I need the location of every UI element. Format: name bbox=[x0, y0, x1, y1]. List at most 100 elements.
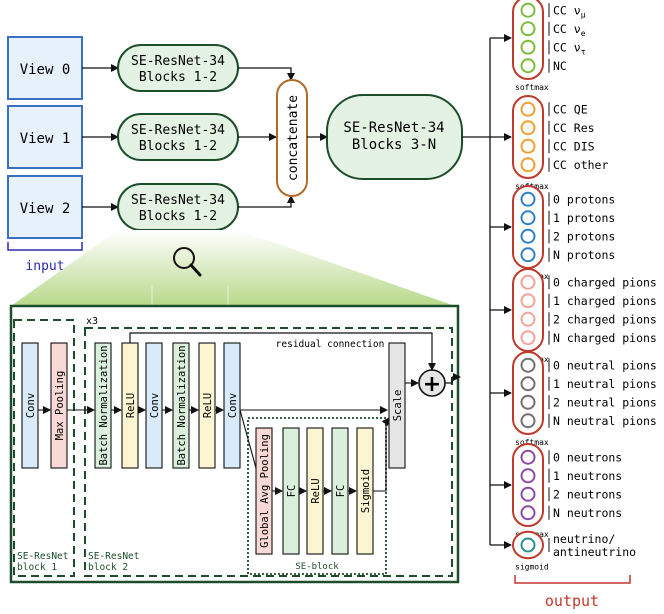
se-block-label: SE-block bbox=[295, 562, 339, 572]
concatenate-box bbox=[276, 79, 308, 197]
output-neuron bbox=[520, 537, 536, 553]
stage1-line2: Blocks 1-2 bbox=[139, 209, 217, 224]
output-neuron bbox=[520, 39, 536, 55]
layer-conv-label: Conv bbox=[227, 393, 239, 418]
layer-scale-label: Scale bbox=[392, 390, 404, 422]
head-label: 0 protons bbox=[553, 192, 615, 206]
plus-icon: + bbox=[418, 369, 446, 397]
head-label: 2 neutrons bbox=[553, 487, 622, 501]
output-neuron bbox=[520, 330, 536, 346]
se-resnet-block-1 bbox=[13, 319, 75, 577]
block2-label-line2: block 2 bbox=[88, 562, 128, 573]
head-label: 2 neutral pions bbox=[553, 395, 657, 409]
svg-text:+: + bbox=[423, 372, 441, 397]
output-neuron bbox=[520, 486, 536, 502]
view-0-label: View 0 bbox=[20, 62, 71, 78]
residual-label: residual connection bbox=[276, 339, 385, 350]
layer-fc-label: FC bbox=[286, 485, 298, 498]
view-1-label: View 1 bbox=[20, 131, 71, 147]
layer-fc: FC bbox=[282, 427, 300, 555]
head-label: N protons bbox=[553, 248, 615, 262]
layer-global-avg-pooling: Global Avg Pooling bbox=[255, 427, 273, 555]
output-bracket bbox=[514, 575, 631, 584]
magnifier-icon bbox=[173, 247, 202, 277]
head-label: CC νμ bbox=[553, 3, 586, 19]
stage2-line2: Blocks 3-N bbox=[352, 137, 436, 153]
head-label: CC νe bbox=[553, 22, 586, 38]
head-label: NC bbox=[553, 59, 567, 73]
stage2-line1: SE-ResNet-34 bbox=[343, 120, 444, 136]
concatenate-label: concatenate bbox=[286, 95, 301, 181]
output-neuron bbox=[520, 394, 536, 410]
head-label: 1 neutral pions bbox=[553, 377, 657, 391]
activation-label: softmax bbox=[515, 438, 549, 447]
input-bracket bbox=[7, 242, 83, 251]
activation-label: softmax bbox=[515, 83, 549, 92]
head-capsule bbox=[512, 0, 544, 80]
output-neuron bbox=[520, 376, 536, 392]
input-views: View 0 View 1 View 2 input bbox=[7, 36, 83, 274]
output-neuron bbox=[520, 505, 536, 521]
zoom-funnel bbox=[11, 230, 455, 306]
output-neuron bbox=[520, 413, 536, 429]
layer-relu-label: ReLU bbox=[310, 478, 322, 503]
layer-max-pooling-label: Max Pooling bbox=[54, 371, 66, 441]
layer-conv: Conv bbox=[223, 342, 241, 469]
se-resnet-block-2 bbox=[84, 327, 453, 577]
head-label: 0 neutrons bbox=[553, 450, 622, 464]
block1-label-line1: SE-ResNet bbox=[17, 551, 68, 562]
stage1-line1: SE-ResNet-34 bbox=[131, 193, 225, 208]
output-neuron bbox=[520, 228, 536, 244]
view-0-box bbox=[7, 36, 83, 100]
output-neuron bbox=[520, 2, 536, 18]
head-capsule bbox=[512, 443, 544, 527]
head-label: CC DIS bbox=[553, 139, 595, 153]
head-4: 0 neutral pions 1 neutral pions 2 neutral … bbox=[512, 351, 657, 447]
head-capsule bbox=[512, 95, 544, 179]
output-neuron bbox=[520, 247, 536, 263]
head-label: 1 protons bbox=[553, 211, 615, 225]
head-capsule bbox=[512, 351, 544, 435]
head-label: CC Res bbox=[553, 121, 595, 135]
stage1-line2: Blocks 1-2 bbox=[139, 70, 217, 85]
layer-conv-label: Conv bbox=[149, 393, 161, 418]
view-2-box bbox=[7, 175, 83, 239]
stage1-line1: SE-ResNet-34 bbox=[131, 54, 225, 69]
head-label: CC other bbox=[553, 158, 608, 172]
layer-batch-norm-label: Batch Normalization bbox=[176, 345, 188, 465]
layer-batch-norm-label: Batch Normalization bbox=[98, 345, 110, 465]
layer-relu-label: ReLU bbox=[202, 393, 214, 418]
layer-sigmoid: Sigmoid bbox=[356, 427, 374, 555]
head-label: neutrino/ bbox=[553, 532, 615, 546]
se-block bbox=[247, 417, 387, 575]
output-label: output bbox=[545, 592, 599, 610]
output-neuron bbox=[520, 101, 536, 117]
head-label: 0 neutral pions bbox=[553, 358, 657, 372]
layer-relu: ReLU bbox=[306, 427, 324, 555]
head-label: 2 charged pions bbox=[553, 312, 657, 326]
layer-sigmoid-label: Sigmoid bbox=[360, 469, 372, 513]
output-neuron bbox=[520, 21, 536, 37]
stage1-line2: Blocks 1-2 bbox=[139, 139, 217, 154]
view-2-label: View 2 bbox=[20, 201, 71, 217]
repeat-label: x3 bbox=[86, 316, 98, 327]
head-label: 0 charged pions bbox=[553, 275, 657, 289]
output-neuron bbox=[520, 293, 536, 309]
output-neuron bbox=[520, 210, 536, 226]
layer-scale: Scale bbox=[388, 342, 406, 469]
output-neuron bbox=[520, 157, 536, 173]
fanout-lines bbox=[462, 34, 512, 549]
head-label: CC QE bbox=[553, 102, 588, 116]
output-neuron bbox=[520, 468, 536, 484]
layer-conv-label: Conv bbox=[25, 393, 37, 418]
output-neuron bbox=[520, 274, 536, 290]
head-label: N charged pions bbox=[553, 331, 657, 345]
